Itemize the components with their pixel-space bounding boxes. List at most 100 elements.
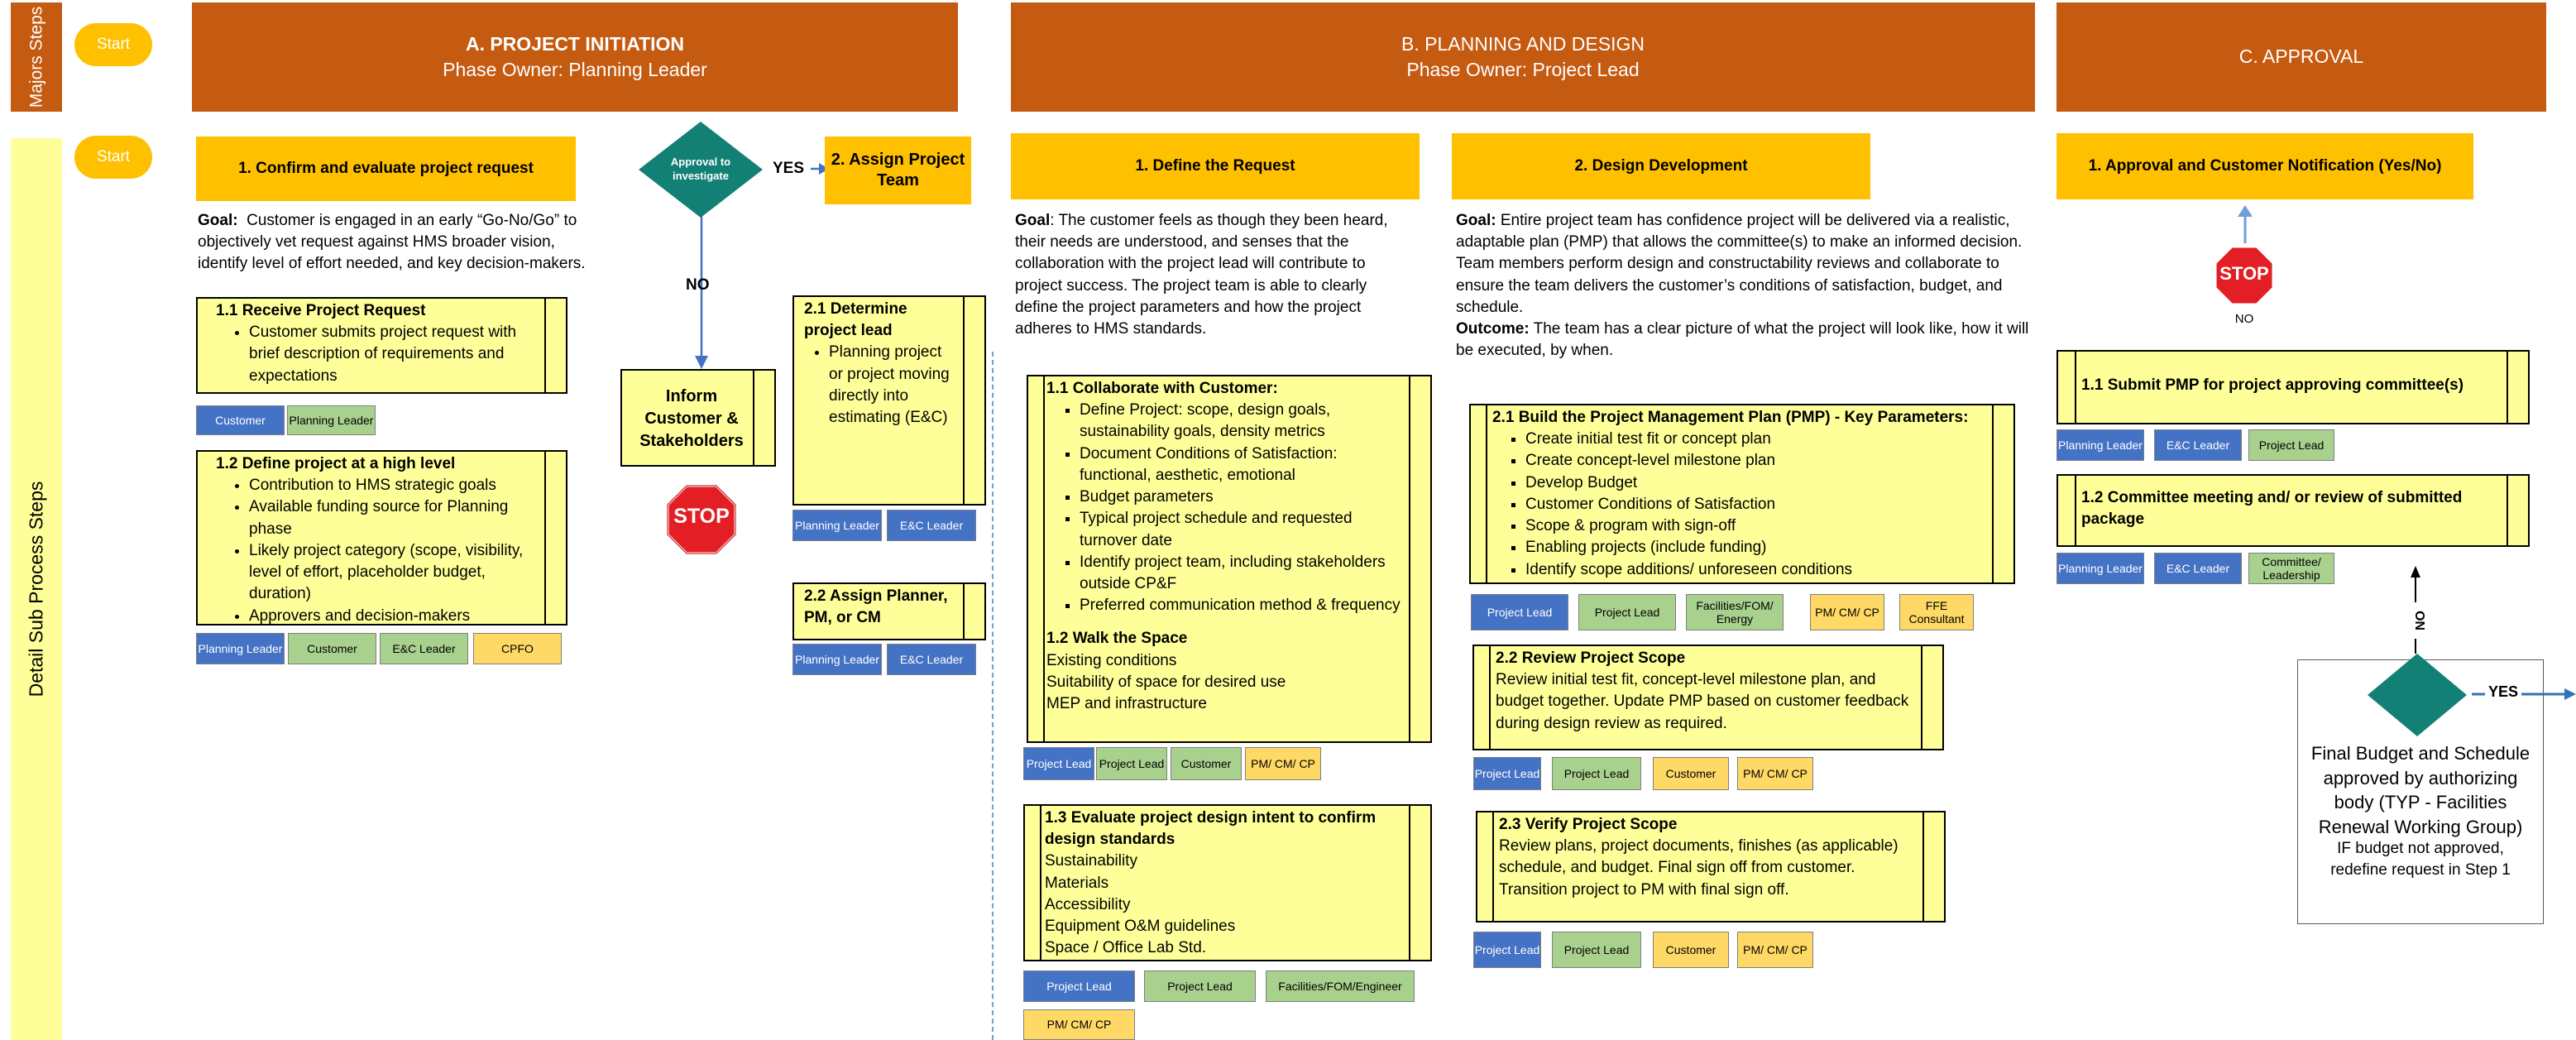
- inform-text: Inform Customer & Stakeholders: [639, 387, 744, 450]
- box-text: Review plans, project documents, finishe…: [1499, 837, 1898, 899]
- tag-pm-cm-cp: PM/ CM/ CP: [1737, 757, 1813, 790]
- box-assign-planner: 2.2 Assign Planner, PM, or CM: [792, 582, 986, 640]
- box-committee-meeting: 1.2 Committee meeting and/ or review of …: [2056, 474, 2530, 547]
- tag-project-lead: Project Lead: [1473, 932, 1541, 968]
- yes-label: YES: [2485, 683, 2522, 701]
- approval-header: 1. Approval and Customer Notification (Y…: [2056, 133, 2473, 199]
- define-goal: Goal: The customer feels as though they …: [1015, 210, 1412, 340]
- line: Equipment O&M guidelines: [1045, 918, 1236, 936]
- tag-ec-leader: E&C Leader: [2154, 429, 2242, 461]
- line: Space / Office Lab Std.: [1045, 939, 1207, 957]
- tag-ec-leader: E&C Leader: [887, 510, 976, 541]
- bullet: Customer Conditions of Satisfaction: [1525, 494, 1984, 515]
- walk-line: MEP and infrastructure: [1046, 695, 1207, 713]
- tag-pm-cm-cp: PM/ CM/ CP: [1023, 1009, 1135, 1040]
- bullet: Create concept-level milestone plan: [1525, 450, 1984, 472]
- box-title: 1.2 Committee meeting and/ or review of …: [2081, 489, 2463, 529]
- decision-label: Approval to investigate: [670, 156, 731, 182]
- bullet: Identify project team, including stakeho…: [1080, 552, 1401, 595]
- tag-planning-leader: Planning Leader: [2056, 553, 2144, 584]
- tag-project-lead: Project Lead: [1473, 757, 1541, 790]
- yes-label: YES: [773, 160, 805, 177]
- tag-planning-leader: Planning Leader: [287, 405, 376, 435]
- bullet: Scope & program with sign-off: [1525, 515, 1984, 537]
- tag-project-lead: Project Lead: [1096, 747, 1167, 780]
- tag-project-lead: Project Lead: [1552, 757, 1641, 790]
- left-rule: [1469, 404, 1487, 584]
- no-label-vertical: NO: [2414, 602, 2430, 639]
- tag-project-lead: Project Lead: [1578, 594, 1676, 630]
- line: Materials: [1045, 874, 1109, 892]
- design-development-header: 2. Design Development: [1452, 133, 1870, 199]
- box-title: 1.1 Receive Project Request: [216, 302, 426, 319]
- phase-c-header: C. APPROVAL: [2056, 2, 2546, 112]
- left-rule: [2056, 350, 2076, 424]
- left-rule: [1027, 375, 1045, 743]
- bullet: Document Conditions of Satisfaction: fun…: [1080, 443, 1401, 486]
- bullet: Approvers and decision-makers: [249, 606, 536, 627]
- up-arrow-icon: [2238, 205, 2253, 243]
- tag-planning-leader: Planning Leader: [2056, 429, 2144, 461]
- left-rule: [1472, 645, 1491, 750]
- tag-project-lead: Project Lead: [1144, 971, 1256, 1002]
- walk-line: Suitability of space for desired use: [1046, 673, 1286, 691]
- goal-text: Customer is engaged in an early “Go-No/G…: [198, 212, 586, 273]
- tag-facilities-engineer: Facilities/FOM/Engineer: [1266, 971, 1415, 1002]
- box-inform-customer: Inform Customer & Stakeholders: [620, 369, 776, 467]
- goal-label: Goal: [1015, 212, 1051, 229]
- define-request-header: 1. Define the Request: [1011, 133, 1420, 199]
- tag-project-lead: Project Lead: [1552, 932, 1641, 968]
- tag-pm-cm-cp: PM/ CM/ CP: [1737, 932, 1813, 968]
- tag-customer: Customer: [1653, 757, 1729, 790]
- goal-label: Goal:: [1456, 212, 1496, 229]
- box-evaluate-design-intent: 1.3 Evaluate project design intent to co…: [1023, 804, 1432, 961]
- box-verify-project-scope: 2.3 Verify Project Scope Review plans, p…: [1476, 811, 1946, 923]
- start-pill-major: Start: [74, 23, 152, 66]
- goal-label: Goal:: [198, 212, 238, 229]
- tag-ec-leader: E&C Leader: [2154, 553, 2242, 584]
- bullet: Develop Budget: [1525, 472, 1984, 494]
- tag-ffe-consultant: FFE Consultant: [1899, 594, 1974, 630]
- tag-customer: Customer: [1653, 932, 1729, 968]
- detail-steps-lane: Detail Sub Process Steps: [11, 138, 62, 1040]
- outcome-label: Outcome:: [1456, 320, 1530, 338]
- tag-customer: Customer: [1171, 747, 1242, 780]
- bullet: Planning project or project moving direc…: [829, 342, 955, 429]
- bullet: Create initial test fit or concept plan: [1525, 429, 1984, 450]
- bullet: Identify scope additions/ unforeseen con…: [1525, 559, 1984, 581]
- left-rule: [1476, 811, 1494, 923]
- box-title: 2.1 Build the Project Management Plan (P…: [1492, 409, 1969, 426]
- phase-b-header: B. PLANNING AND DESIGN Phase Owner: Proj…: [1011, 2, 2035, 112]
- bullet: Customer submits project request with br…: [249, 322, 536, 387]
- start-pill-detail: Start: [74, 136, 152, 179]
- goal-text: : The customer feels as though they been…: [1015, 212, 1388, 338]
- final-approval-note: IF budget not approved, redefine request…: [2330, 840, 2511, 879]
- box-title: 1.2 Define project at a high level: [216, 455, 456, 472]
- box-title: 2.2 Assign Planner, PM, or CM: [804, 587, 948, 627]
- box-title: 1.1 Submit PMP for project approving com…: [2081, 376, 2464, 394]
- phase-divider-dashed: [992, 352, 994, 1040]
- bullet: Define Project: scope, design goals, sus…: [1080, 400, 1401, 443]
- initiation-step-1-header: 1. Confirm and evaluate project request: [196, 137, 576, 201]
- box-title: 2.2 Review Project Scope: [1496, 649, 1686, 667]
- bullet: Likely project category (scope, visibili…: [249, 540, 536, 606]
- design-goal: Goal: Entire project team has confidence…: [1456, 210, 2035, 362]
- phase-c-title: C. APPROVAL: [2238, 46, 2364, 68]
- phase-a-header: A. PROJECT INITIATION Phase Owner: Plann…: [192, 2, 958, 112]
- majors-steps-lane: Majors Steps: [11, 2, 62, 112]
- tag-project-lead: Project Lead: [1471, 594, 1568, 630]
- approval-decision-diamond: [2368, 654, 2467, 736]
- no-label: NO: [2234, 312, 2254, 326]
- bullet: Available funding source for Planning ph…: [249, 496, 536, 539]
- bullet: Typical project schedule and requested t…: [1080, 508, 1401, 551]
- stop-text: STOP: [673, 505, 730, 528]
- stop-sign-icon: [666, 484, 737, 555]
- box-collaborate-customer: 1.1 Collaborate with Customer: Define Pr…: [1027, 375, 1432, 743]
- line: Sustainability: [1045, 852, 1137, 870]
- tag-planning-leader: Planning Leader: [792, 510, 882, 541]
- box-title: 1.3 Evaluate project design intent to co…: [1045, 809, 1377, 849]
- tag-ec-leader: E&C Leader: [887, 644, 976, 675]
- tag-pm-cm-cp: PM/ CM/ CP: [1810, 594, 1884, 630]
- phase-a-owner: Phase Owner: Planning Leader: [443, 59, 707, 80]
- bullet: Preferred communication method & frequen…: [1080, 595, 1401, 616]
